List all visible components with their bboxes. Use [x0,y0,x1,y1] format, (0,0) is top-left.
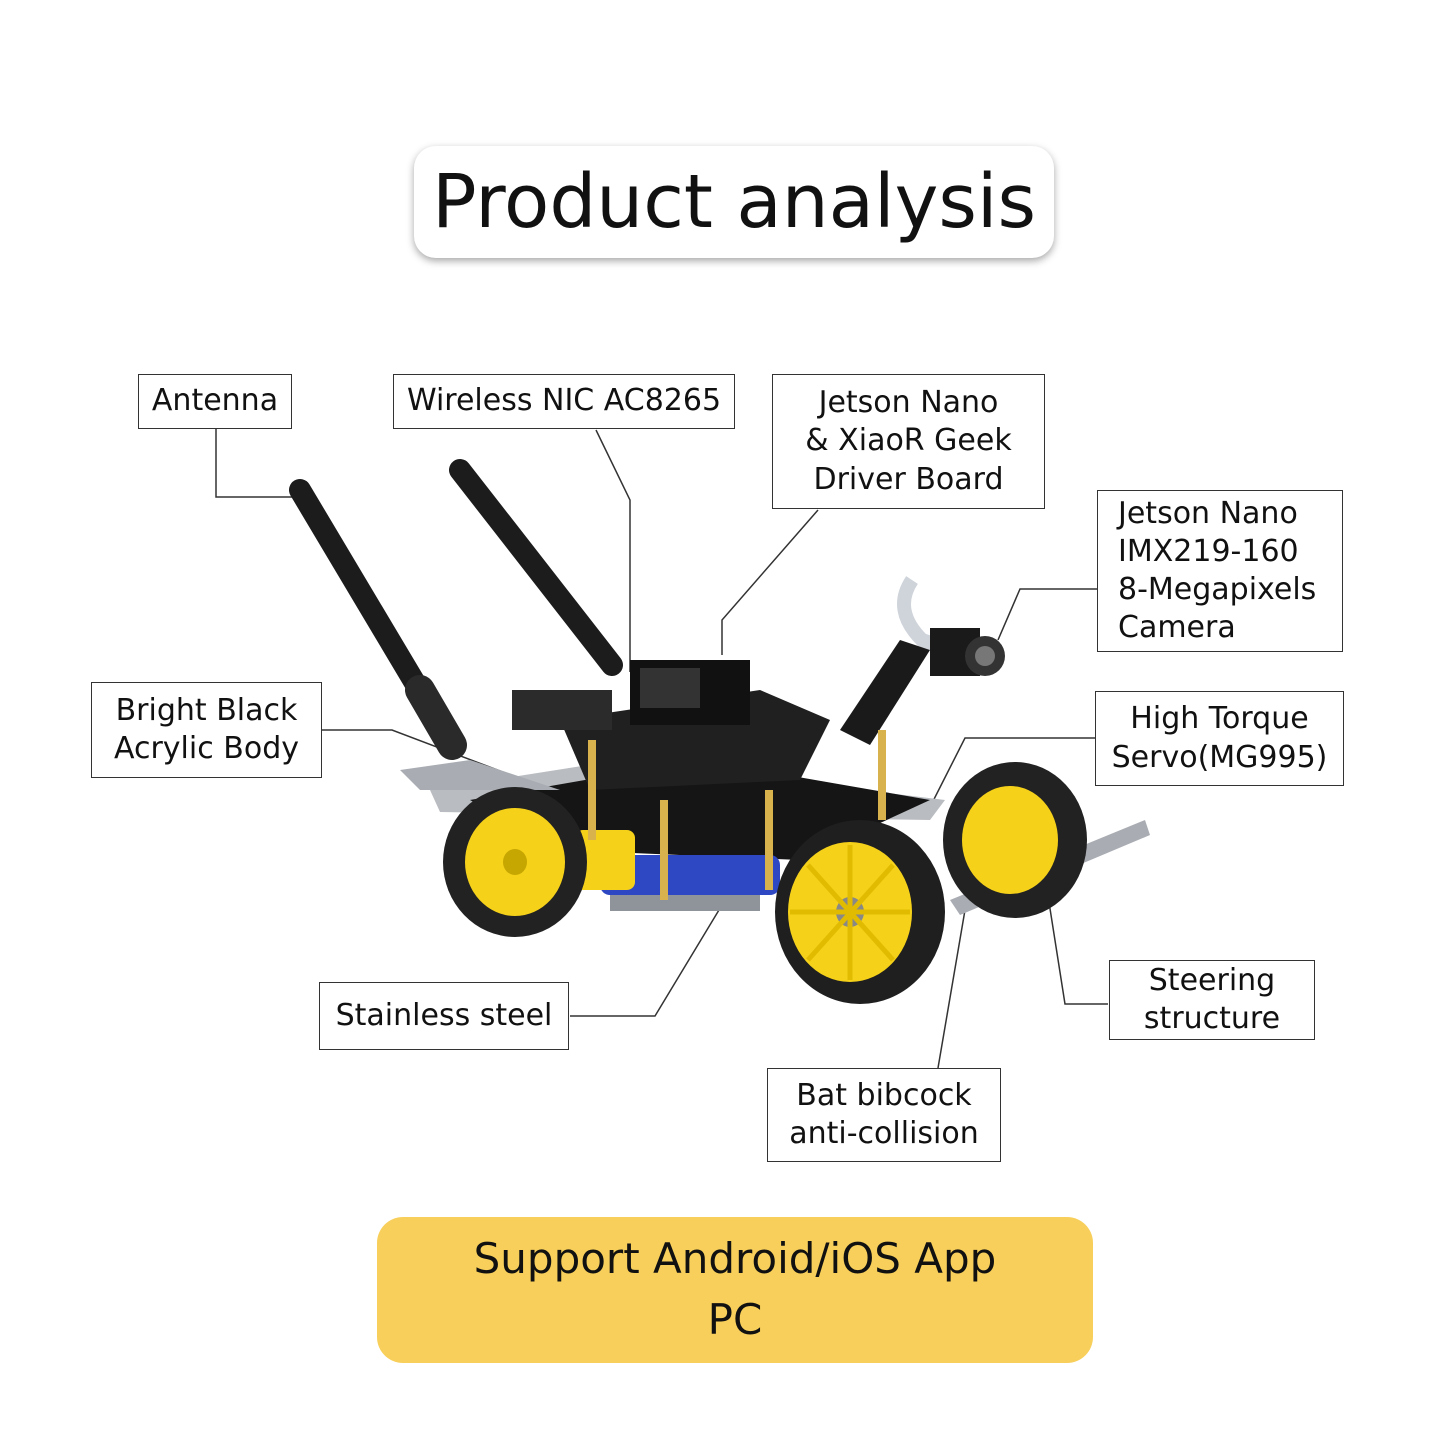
front-wheel-icon [775,820,945,1004]
label-wireless-nic: Wireless NIC AC8265 [393,374,735,429]
rear-right-wheel-icon [943,762,1087,918]
camera-callout-line [997,588,1098,641]
label-camera: Jetson Nano IMX219-160 8-Megapixels Came… [1097,490,1343,652]
label-antenna: Antenna [138,374,292,429]
stainless-steel-callout-line [570,904,723,1017]
support-banner: Support Android/iOS App PC [377,1217,1093,1363]
label-stainless-steel: Stainless steel [319,982,569,1050]
chassis-icon [400,660,1150,915]
label-steering: Steering structure [1109,960,1315,1040]
antenna-callout-line [215,428,295,498]
rear-left-wheel-icon [443,787,587,937]
label-servo: High Torque Servo(MG995) [1095,691,1344,786]
page-title: Product analysis [414,146,1054,258]
antenna-icon [289,459,623,760]
support-line-1: Support Android/iOS App [473,1234,997,1284]
label-bat-bibcock: Bat bibcock anti-collision [767,1068,1001,1162]
camera-mount-icon [840,576,1005,745]
label-acrylic-body: Bright Black Acrylic Body [91,682,322,778]
label-jetson-board: Jetson Nano & XiaoR Geek Driver Board [772,374,1045,509]
bat-bibcock-callout-line [937,909,966,1069]
support-line-2: PC [707,1295,763,1344]
jetson-board-callout-line [721,509,819,655]
wireless-nic-callout-line [595,429,631,672]
servo-callout-line [925,737,1095,816]
